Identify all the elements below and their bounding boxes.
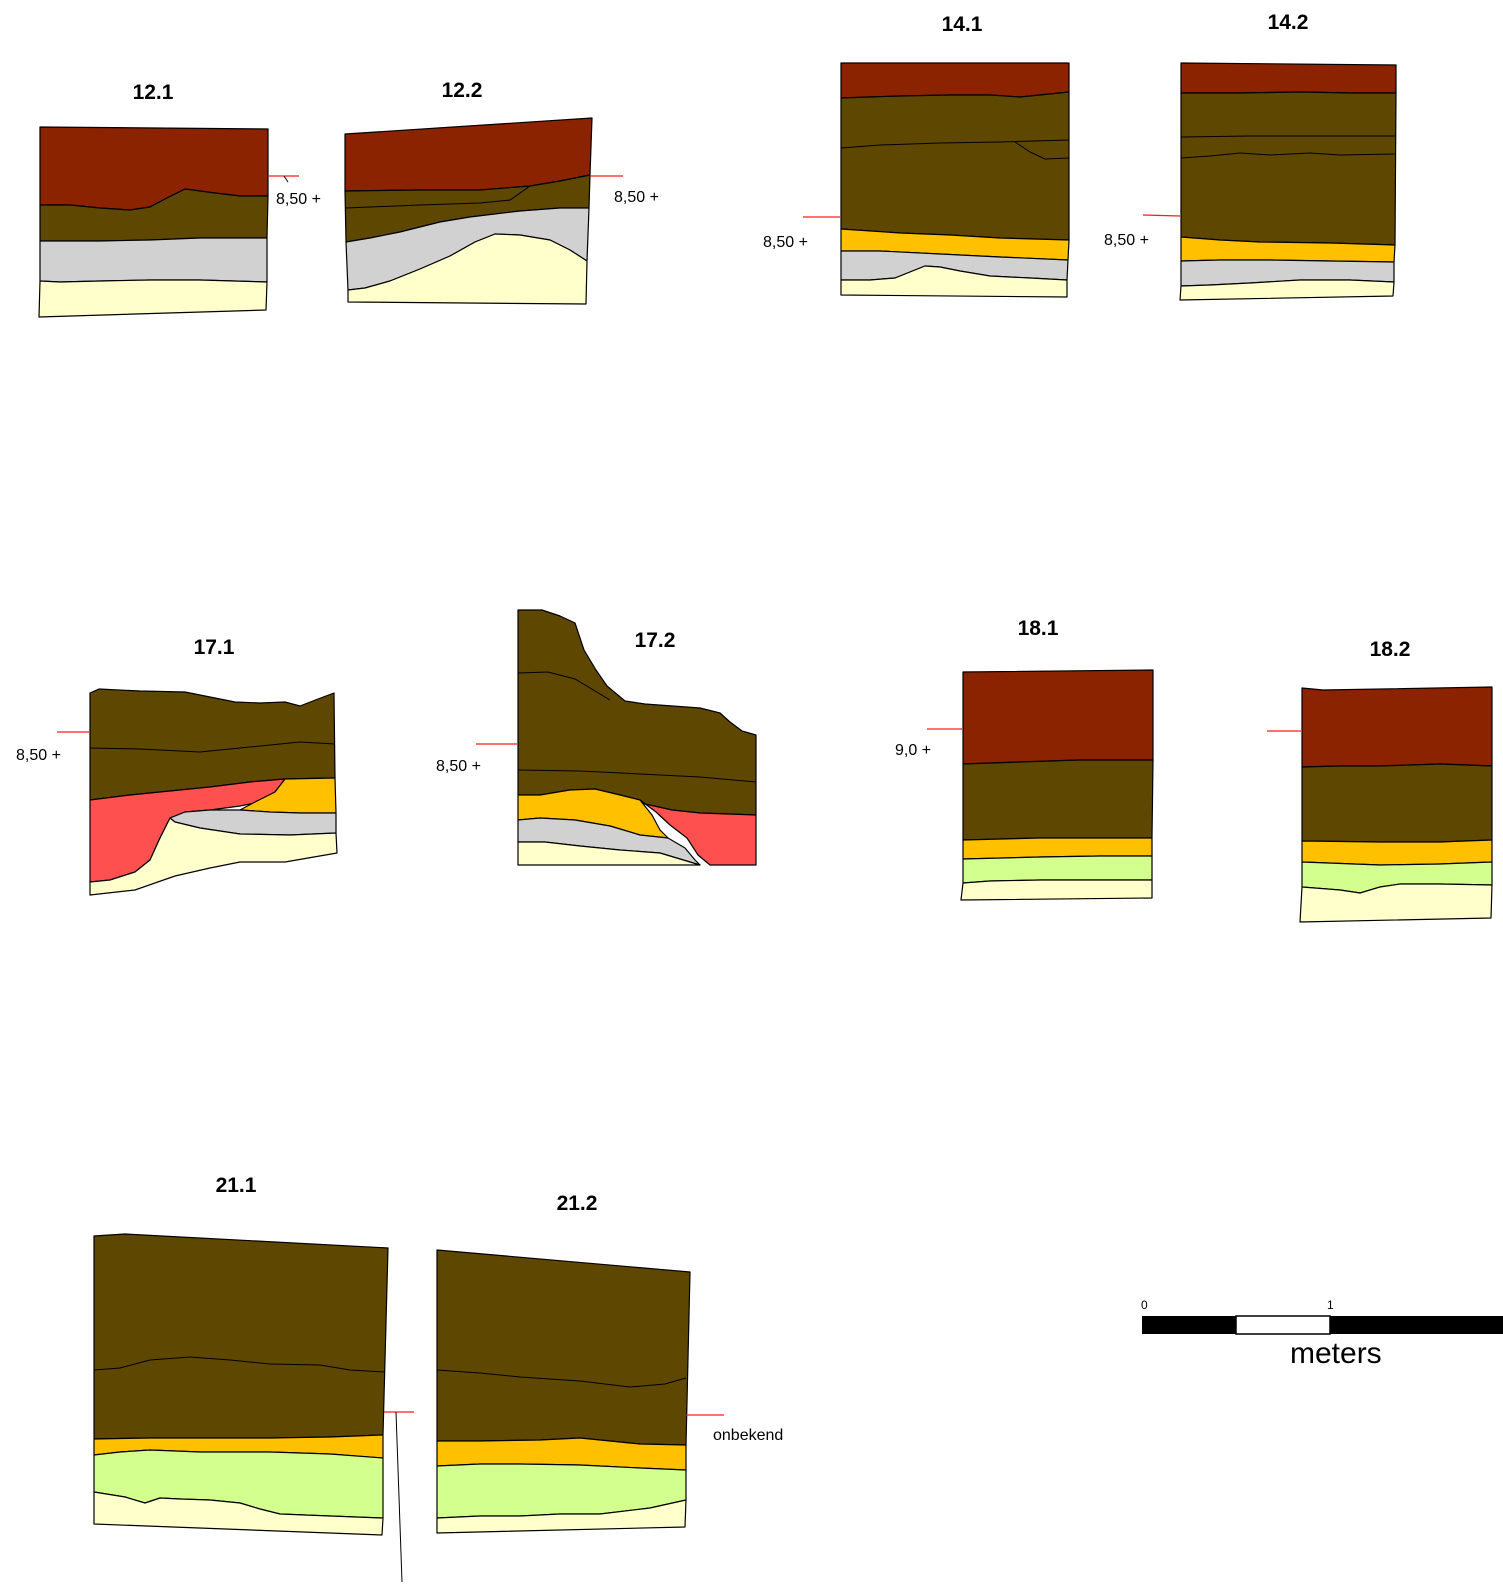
layer-pale-yellow (517, 841, 701, 866)
layer-boundary (517, 671, 611, 701)
level-label: 8,50 + (1104, 232, 1149, 249)
layer-topsoil (840, 62, 1070, 99)
scale-tick-label: 0 (1141, 1298, 1148, 1312)
profile-18-2: 18.2 (1267, 638, 1493, 923)
layer-orange (1301, 839, 1493, 866)
profile-12-1: 12.1 8,50 + (38, 81, 321, 318)
profile-title: 21.1 (216, 1174, 257, 1197)
scale-tick-label: 1 (1327, 1298, 1334, 1312)
profile-14-1: 14.1 8,50 + (763, 13, 1070, 298)
layer-dark-brown (1180, 91, 1397, 246)
level-label: 8,50 + (763, 234, 808, 251)
leader-line (283, 175, 289, 183)
layer-pale-yellow (89, 817, 338, 896)
scale-bar: 0 1 meters (1141, 1298, 1503, 1370)
layer-boundary (436, 1369, 687, 1388)
scale-unit-label: meters (1290, 1337, 1382, 1370)
leader-line (395, 1411, 403, 1583)
layer-boundary (1014, 141, 1070, 160)
layer-dark-brown (436, 1249, 691, 1446)
level-label: 8,50 + (614, 189, 659, 206)
layer-boundary (1180, 152, 1396, 159)
profile-title: 14.1 (942, 13, 983, 36)
profile-title: 12.1 (133, 81, 174, 104)
level-label: 8,50 + (436, 758, 481, 775)
layer-dark-brown (1301, 763, 1493, 843)
layer-dark-brown (93, 1233, 389, 1440)
layer-dark-brown (840, 91, 1070, 241)
layer-pale-yellow (38, 279, 268, 318)
level-label: 8,50 + (16, 747, 61, 764)
layer-dark-brown (962, 759, 1154, 841)
profile-title: 12.2 (442, 79, 483, 102)
layer-pale-yellow (436, 1499, 687, 1534)
profile-12-2: 12.2 8,50 + (344, 79, 659, 305)
scale-segment-dark (1142, 1316, 1236, 1334)
level-label: 9,0 + (895, 742, 931, 759)
layer-red (619, 794, 757, 866)
profile-14-2: 14.2 8,50 + (1104, 11, 1397, 301)
profile-title: 21.2 (557, 1192, 598, 1215)
profile-18-1: 18.1 9,0 + (895, 617, 1154, 901)
layer-pale-yellow (93, 1491, 384, 1536)
layer-topsoil (1180, 62, 1397, 94)
layer-pale-yellow (347, 233, 588, 305)
layer-topsoil (962, 669, 1154, 765)
layer-pale-yellow (1299, 883, 1493, 923)
level-label: onbekend (713, 1427, 783, 1444)
layer-boundary (93, 1356, 386, 1373)
profile-17-1: 17.1 8,50 + (16, 636, 338, 896)
layer-grey (39, 237, 268, 283)
scale-segment-dark (1330, 1316, 1503, 1334)
layer-boundary (345, 185, 531, 209)
layer-boundary (1180, 135, 1396, 138)
layer-topsoil (344, 117, 593, 192)
layer-boundary (517, 769, 757, 783)
level-label: 8,50 + (276, 191, 321, 208)
profile-title: 17.1 (194, 636, 235, 659)
profile-title: 17.2 (635, 629, 676, 652)
layer-boundary (840, 139, 1070, 149)
layer-light-green (962, 855, 1153, 884)
layer-pale-yellow (960, 879, 1153, 901)
profile-title: 14.2 (1268, 11, 1309, 34)
layer-pale-yellow (840, 265, 1068, 298)
scale-segment-light (1235, 1315, 1331, 1335)
layer-topsoil (1301, 686, 1493, 768)
profile-title: 18.1 (1018, 617, 1059, 640)
profile-21-1: 21.1 onbekend (93, 1174, 414, 1583)
layer-boundary (89, 741, 336, 753)
reference-level-marker (1142, 214, 1181, 217)
profile-title: 18.2 (1370, 638, 1411, 661)
profile-17-2: 17.2 8,50 + (436, 609, 757, 866)
profile-21-2: 21.2 onbekend (436, 1192, 783, 1534)
layer-pale-yellow (1179, 279, 1395, 301)
